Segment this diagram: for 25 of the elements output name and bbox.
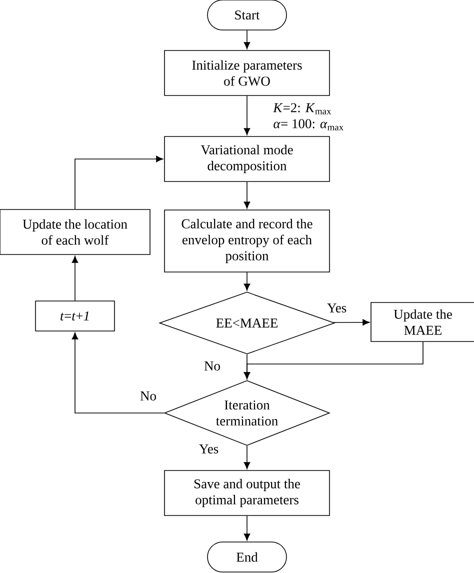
- arrow: [333, 319, 370, 326]
- arrow: [244, 354, 250, 380]
- process-box: Update the location of each wolf: [0, 209, 150, 255]
- terminal-box: End: [207, 542, 287, 572]
- arrow: [244, 96, 250, 136]
- edge-label: Yes: [327, 304, 346, 312]
- arrow: [244, 272, 250, 291]
- process-box: t=t+1: [35, 300, 115, 332]
- edge-label: K=2: K$_{max}$ α= 100: α$_{max}$: [273, 103, 344, 130]
- arrow: [72, 256, 78, 301]
- process-box: Save and output the optimal parameters: [164, 470, 330, 516]
- arrow: [244, 446, 250, 470]
- arrow: [244, 182, 250, 209]
- process-box: Update the MAEE: [370, 302, 474, 342]
- arrow: [72, 332, 164, 414]
- process-box: Calculate and record the envelop entropy of each position: [164, 210, 330, 272]
- edge-label: No: [140, 392, 156, 400]
- arrow: [244, 30, 250, 50]
- arrow: [74, 156, 164, 210]
- terminal-box: Start: [207, 0, 287, 30]
- edge-label: Yes: [199, 444, 218, 454]
- edge-label: No: [204, 362, 220, 370]
- process-box: Variational mode decomposition: [164, 136, 330, 182]
- arrow: [244, 516, 250, 541]
- process-box: Initialize parameters of GWO: [164, 50, 330, 96]
